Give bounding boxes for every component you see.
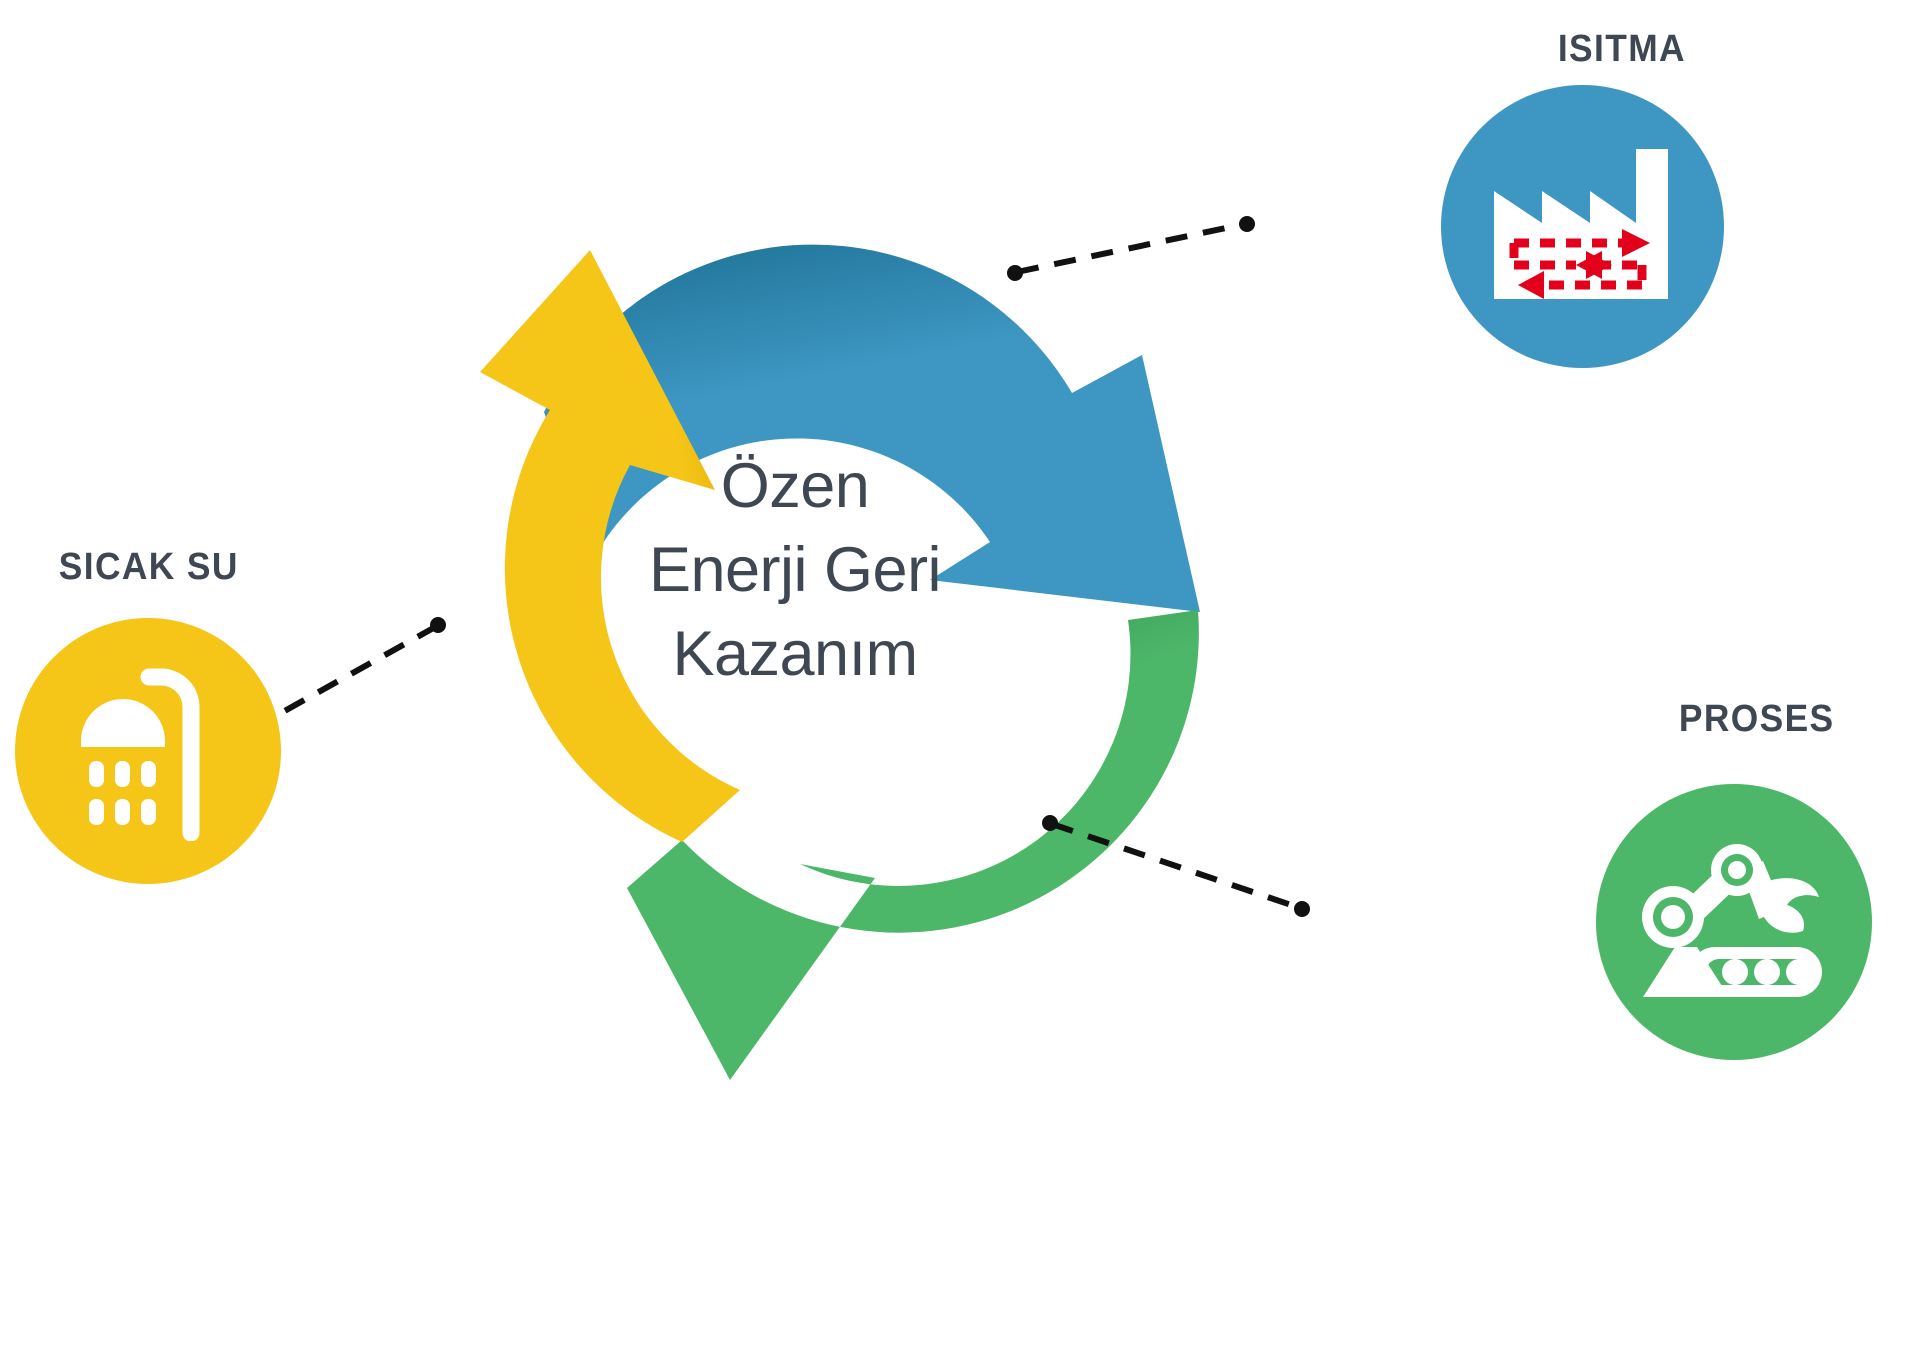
arrow-hot-water-yellow (480, 250, 740, 842)
node-label-sicak-su: SICAK SU (58, 546, 239, 588)
arrow-heating-blue (544, 244, 1200, 612)
node-label-isitma: ISITMA (1557, 28, 1686, 70)
robot-arm-conveyor-icon (1641, 843, 1822, 997)
node-circle-isitma[interactable] (1441, 85, 1724, 368)
arrow-process-green (627, 610, 1199, 1080)
factory-icon (1494, 148, 1668, 299)
node-label-proses: PROSES (1678, 698, 1835, 740)
shower-icon (81, 668, 200, 841)
node-circle-proses[interactable] (1596, 784, 1872, 1060)
energy-recovery-cycle (330, 150, 1250, 1080)
node-circle-sicak-su[interactable] (15, 618, 281, 884)
